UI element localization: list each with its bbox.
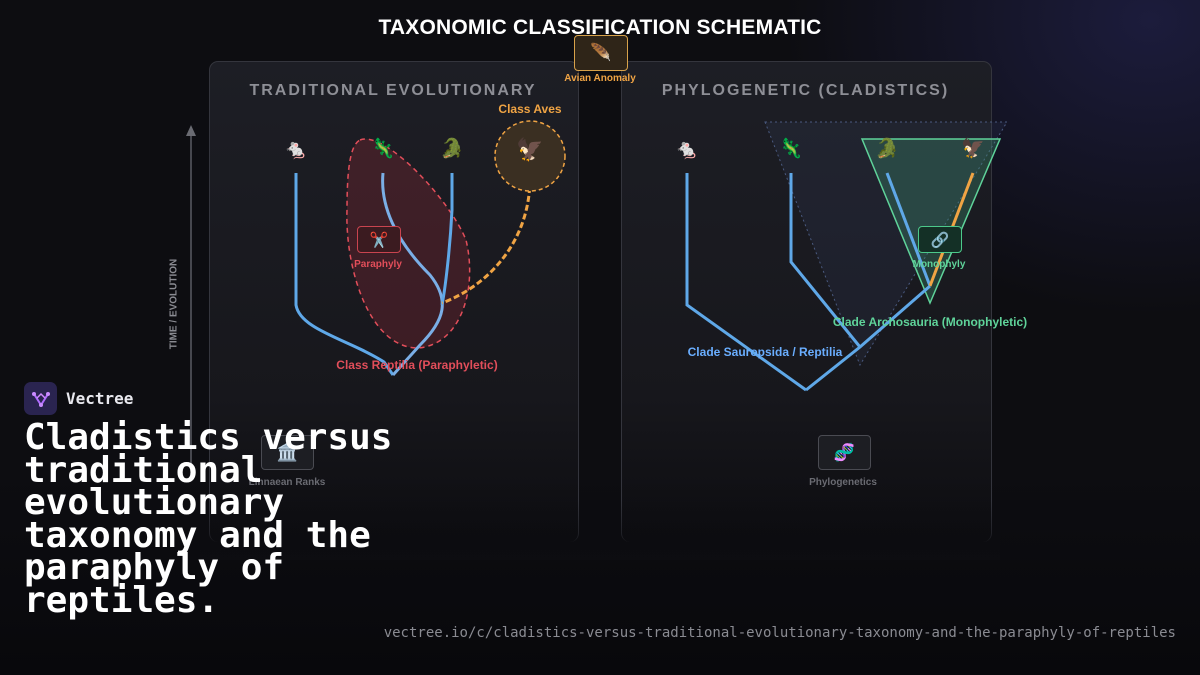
linnaean-ranks-badge: 🏛️ xyxy=(261,435,314,470)
right-crocodile-branch xyxy=(885,172,932,287)
phylogenetics-label: Phylogenetics xyxy=(809,477,877,488)
lizard-branch xyxy=(381,172,444,377)
crocodile-branch xyxy=(440,173,454,306)
crocodile-icon: 🐊 xyxy=(440,138,464,160)
mammal-branch xyxy=(294,173,395,376)
footer-url[interactable]: vectree.io/c/cladistics-versus-tradition… xyxy=(383,625,1176,641)
mammal-icon: 🐁 xyxy=(284,139,308,161)
time-axis-arrow xyxy=(186,125,196,136)
monophyly-label: Monophyly xyxy=(912,259,966,270)
right-mammal-branch xyxy=(685,173,807,392)
bottom-fade xyxy=(200,500,1000,560)
dna-icon: 🧬 xyxy=(833,442,856,462)
bird-icon: 🦅 xyxy=(961,138,985,160)
link-icon: 🔗 xyxy=(930,231,950,249)
class-reptilia-label: Class Reptilia (Paraphyletic) xyxy=(336,358,498,372)
class-aves-circle xyxy=(494,120,566,192)
vectree-logo-icon xyxy=(31,391,50,407)
paraphyly-label: Paraphyly xyxy=(354,259,402,270)
right-lizard-branch xyxy=(789,173,862,348)
paraphyly-badge: ✂️ xyxy=(357,226,401,253)
monophyly-badge: 🔗 xyxy=(918,226,962,253)
phylogenetics-badge: 🧬 xyxy=(818,435,871,470)
time-axis-label: TIME / EVOLUTION xyxy=(168,258,180,350)
phylogenetic-panel-title: PHYLOGENETIC (CLADISTICS) xyxy=(661,82,950,99)
vectree-logo xyxy=(24,382,57,415)
lizard-icon: 🦎 xyxy=(779,138,803,160)
brand-name: Vectree xyxy=(66,389,134,408)
traditional-panel-title: TRADITIONAL EVOLUTIONARY xyxy=(249,82,537,99)
bird-icon: 🦅 xyxy=(516,137,544,162)
avian-anomaly-badge: 🪶 xyxy=(574,35,628,71)
bird-branch-left xyxy=(441,177,532,305)
paraphyly-region xyxy=(346,138,471,349)
class-aves-label: Class Aves xyxy=(498,102,562,116)
headline: Cladistics versus traditional evolutiona… xyxy=(24,417,393,621)
feather-icon: 🪶 xyxy=(590,43,612,62)
archosauria-triangle xyxy=(860,138,1002,305)
avian-anomaly-label: Avian Anomaly xyxy=(564,73,636,84)
museum-icon: 🏛️ xyxy=(276,442,299,462)
clade-archosauria-label: Clade Archosauria (Monophyletic) xyxy=(832,315,1028,329)
crocodile-icon: 🐊 xyxy=(875,138,899,160)
right-archosaur-stem xyxy=(805,284,931,392)
lizard-icon: 🦎 xyxy=(371,138,395,160)
sauropsida-triangle xyxy=(764,121,1008,367)
linnaean-ranks-label: Linnaean Ranks xyxy=(248,477,326,488)
clade-sauropsida-label: Clade Sauropsida / Reptilia xyxy=(687,345,843,359)
diagram-title: TAXONOMIC CLASSIFICATION SCHEMATIC xyxy=(378,16,822,39)
mammal-icon: 🐁 xyxy=(675,139,699,161)
scissors-icon: ✂️ xyxy=(369,231,389,249)
